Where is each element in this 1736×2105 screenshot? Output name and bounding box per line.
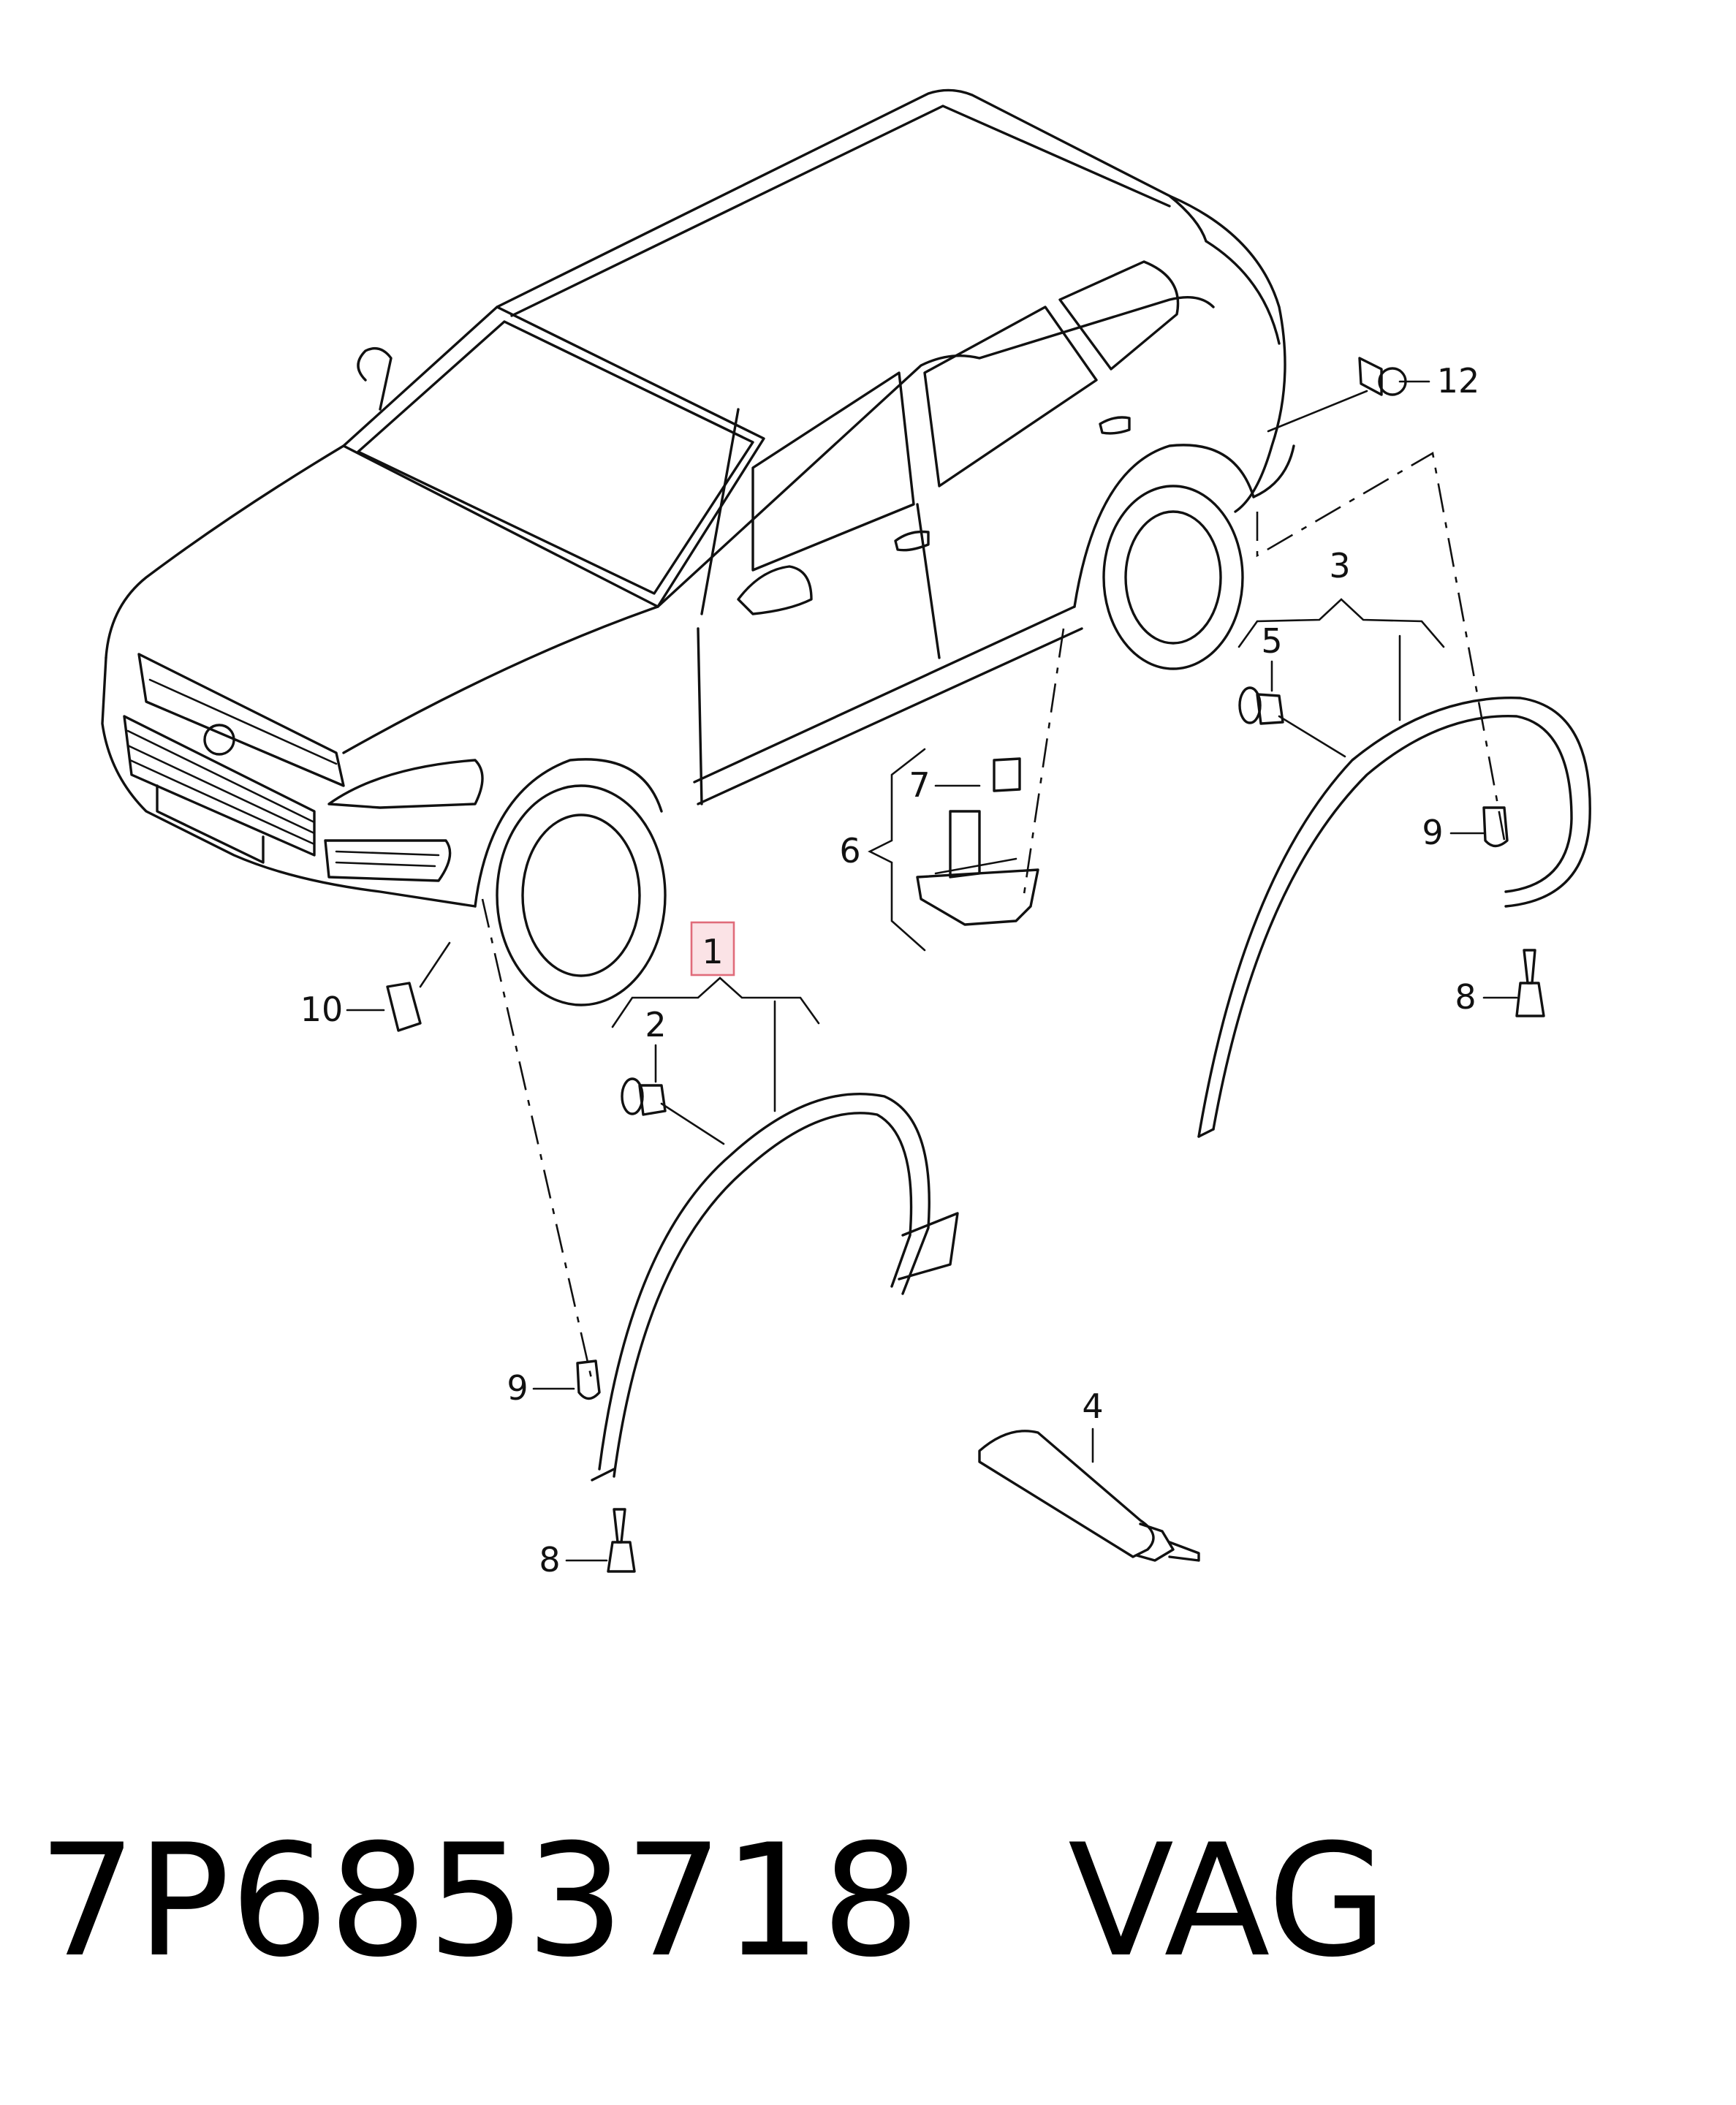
screw-8-front bbox=[607, 1508, 636, 1573]
callout-6: 6 bbox=[839, 831, 860, 871]
screw-8-rear bbox=[1515, 949, 1545, 1017]
nut-9-rear bbox=[1482, 806, 1509, 848]
callout-2: 2 bbox=[645, 1005, 666, 1044]
parts-diagram: 1 2 3 4 5 6 7 8 8 9 9 10 12 bbox=[101, 88, 1591, 1579]
callout-8-front: 8 bbox=[539, 1540, 560, 1579]
callout-3: 3 bbox=[1329, 546, 1350, 585]
callout-lines bbox=[346, 380, 1518, 1562]
callout-12: 12 bbox=[1437, 361, 1480, 401]
nut-9-front bbox=[576, 1359, 601, 1400]
clip-10-hardware bbox=[386, 941, 451, 1032]
bracket-assembly bbox=[916, 757, 1039, 926]
brand-name: VAG bbox=[1068, 1810, 1388, 1991]
highlight-box-part-1 bbox=[690, 921, 735, 976]
sealant-tube bbox=[978, 1430, 1200, 1562]
clip-2-hardware bbox=[621, 1077, 725, 1145]
part-number: 7P6853718 bbox=[38, 1810, 920, 1991]
callout-8-rear: 8 bbox=[1455, 977, 1476, 1017]
callout-9-rear: 9 bbox=[1422, 813, 1443, 852]
callout-labels: 1 2 3 4 5 6 7 8 8 9 9 10 12 bbox=[300, 361, 1480, 1579]
callout-5: 5 bbox=[1261, 621, 1282, 661]
callout-9-front: 9 bbox=[507, 1368, 528, 1408]
part-number-caption: 7P6853718 VAG bbox=[38, 1824, 1387, 1979]
rear-wheel-arch-trim bbox=[1197, 697, 1591, 1138]
callout-10: 10 bbox=[300, 990, 344, 1029]
leader-lines bbox=[481, 451, 1507, 1382]
callout-4: 4 bbox=[1082, 1387, 1103, 1426]
clip-12-hardware bbox=[1267, 357, 1407, 433]
front-wheel-arch-trim bbox=[591, 1093, 959, 1482]
clip-5-hardware bbox=[1238, 686, 1346, 758]
callout-7: 7 bbox=[909, 765, 930, 805]
callout-1: 1 bbox=[702, 932, 723, 971]
vehicle-illustration bbox=[101, 88, 1295, 1006]
